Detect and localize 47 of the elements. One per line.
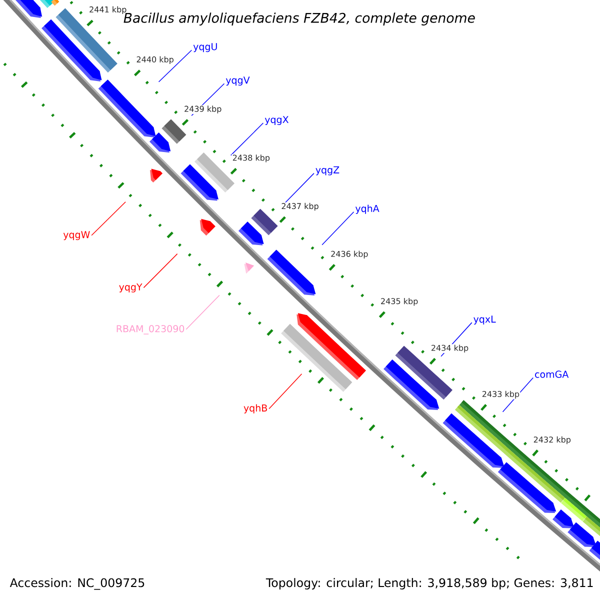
scale-label: 2437 kbp xyxy=(280,202,320,212)
gene-feature xyxy=(384,360,440,410)
leader-line xyxy=(230,122,264,156)
gene-feature xyxy=(15,0,42,18)
gene-feature xyxy=(180,164,218,201)
scale-label: 2433 kbp xyxy=(481,390,520,400)
leader-line xyxy=(158,50,192,82)
gene-feature xyxy=(267,250,316,296)
gene-label: yqhA xyxy=(355,204,380,214)
gene-feature xyxy=(200,218,216,236)
gene-label: yqgU xyxy=(193,43,217,52)
accession-text: Accession: NC_009725 xyxy=(10,578,144,590)
gene-feature xyxy=(568,522,596,547)
gene-feature xyxy=(552,510,574,528)
leader-line xyxy=(268,374,302,410)
scale-label: 2438 kbp xyxy=(232,154,271,163)
gene-feature xyxy=(498,462,556,513)
gene-label: yqhB xyxy=(244,404,267,414)
leader-line xyxy=(186,294,220,330)
gene-feature xyxy=(589,540,600,560)
leader-line xyxy=(143,253,178,288)
gene-label: yqgW xyxy=(63,231,90,240)
gene-feature xyxy=(442,413,504,468)
gene-feature xyxy=(296,313,366,380)
gene-label: RBAM_023090 xyxy=(116,325,184,334)
scale-label: 2436 kbp xyxy=(330,250,369,260)
gene-feature xyxy=(238,222,264,246)
scale-label: 2439 kbp xyxy=(183,105,222,114)
scale-label: 2440 kbp xyxy=(136,56,175,65)
gene-label: comGA xyxy=(535,370,569,378)
title: Bacillus amyloliquefaciens FZB42, complete genome xyxy=(124,12,475,26)
gene-feature xyxy=(149,132,171,153)
genome-summary: Topology: circular; Length: 3,918,589 bp; Genes: 3,811 xyxy=(266,578,593,590)
scale-label: 2435 kbp xyxy=(380,297,419,306)
gene-label: yqgY xyxy=(119,284,142,292)
gene-feature xyxy=(98,80,156,138)
leader-line xyxy=(322,212,354,246)
scale-label: 2432 kbp xyxy=(532,436,572,445)
gene-feature xyxy=(42,19,102,82)
gene-feature xyxy=(150,168,162,183)
gene-label: yqxL xyxy=(474,316,496,325)
gene-label: yqgX xyxy=(264,116,289,125)
scale-label: 2434 kbp xyxy=(430,344,470,354)
gene-label: yqgZ xyxy=(316,166,340,176)
leader-line xyxy=(91,202,126,236)
gene-feature xyxy=(244,262,254,274)
gene-label: yqgV xyxy=(226,76,250,86)
